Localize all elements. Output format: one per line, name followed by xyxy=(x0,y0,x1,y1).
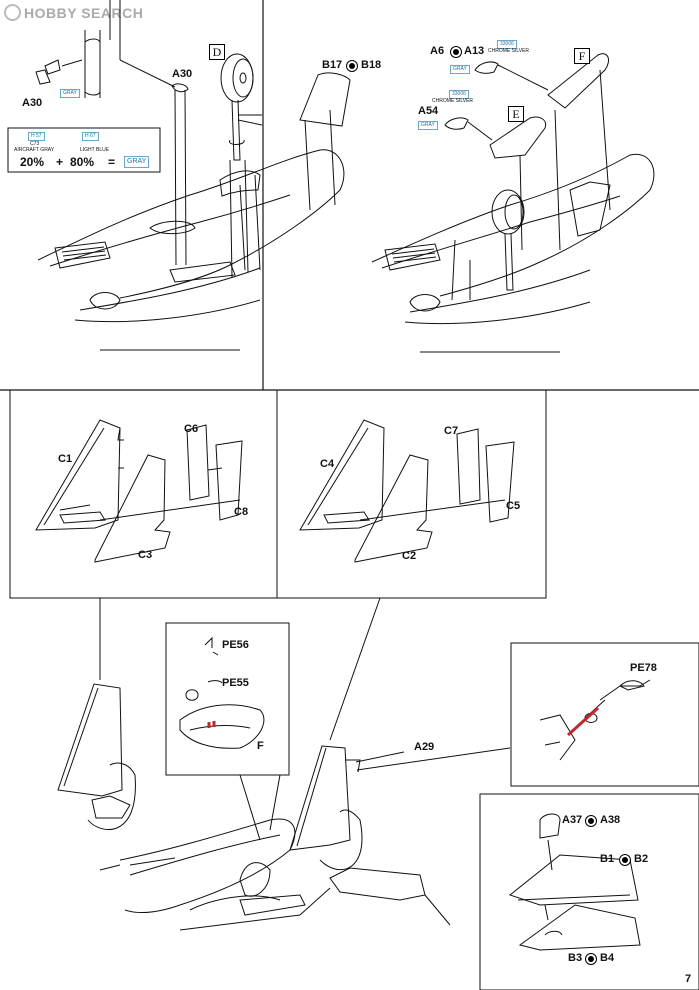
chrome-silver-mid: CHROME SILVER xyxy=(432,98,474,104)
mix-plus: + xyxy=(56,155,64,169)
chrome-code-top: 33006 xyxy=(497,40,517,49)
light-blue-text: LIGHT BLUE xyxy=(80,147,110,153)
or-icon-b17-b18 xyxy=(346,60,358,72)
mix-pct2: 80% xyxy=(70,155,95,169)
h57-code: H 57 xyxy=(28,132,45,141)
label-inset-f: F xyxy=(257,740,264,752)
label-b18: B18 xyxy=(361,59,382,71)
label-a30-left: A30 xyxy=(22,97,43,109)
or-icon-b1-b2 xyxy=(619,854,631,866)
label-c5: C5 xyxy=(506,500,521,512)
chrome-code-mid: 33006 xyxy=(449,90,469,99)
mix-result: GRAY xyxy=(124,156,150,168)
color-gray-a54: GRAY xyxy=(418,121,438,130)
color-gray-a30: GRAY xyxy=(60,89,80,98)
page-number: 7 xyxy=(685,973,692,985)
label-a54: A54 xyxy=(418,105,439,117)
label-a38: A38 xyxy=(600,814,621,826)
label-a37: A37 xyxy=(562,814,583,826)
label-pe78: PE78 xyxy=(630,662,657,674)
mix-pct1: 20% xyxy=(20,155,45,169)
label-c2: C2 xyxy=(402,550,417,562)
mix-equals: = xyxy=(108,155,116,169)
watermark: HOBBY SEARCH xyxy=(4,4,143,21)
or-icon-a37-a38 xyxy=(585,815,597,827)
label-c8: C8 xyxy=(234,506,249,518)
or-icon-a6-a13 xyxy=(450,46,462,58)
label-c6: C6 xyxy=(184,423,199,435)
label-c4: C4 xyxy=(320,458,335,470)
label-b1: B1 xyxy=(600,853,615,865)
step-d-marker: D xyxy=(209,44,225,60)
label-c1: C1 xyxy=(58,453,73,465)
c73-code: C73 xyxy=(30,141,40,147)
label-b3: B3 xyxy=(568,952,583,964)
or-icon-b3-b4 xyxy=(585,953,597,965)
label-b17: B17 xyxy=(322,59,343,71)
label-a6: A6 xyxy=(430,45,445,57)
step-e-marker: E xyxy=(508,106,524,122)
chrome-silver-top: CHROME SILVER xyxy=(488,48,530,54)
hobby-search-logo-icon xyxy=(4,4,21,21)
label-a13: A13 xyxy=(464,45,485,57)
label-pe55: PE55 xyxy=(222,677,249,689)
label-pe56: PE56 xyxy=(222,639,249,651)
label-b2: B2 xyxy=(634,853,649,865)
h67-code: H 67 xyxy=(82,132,99,141)
label-b4: B4 xyxy=(600,952,615,964)
aircraft-gray-text: AIRCRAFT GRAY xyxy=(14,147,55,153)
color-gray-a13: GRAY xyxy=(450,65,470,74)
label-c3: C3 xyxy=(138,549,153,561)
step-f-marker: F xyxy=(574,48,590,64)
label-a30-top: A30 xyxy=(172,68,193,80)
label-c7: C7 xyxy=(444,425,459,437)
label-a29: A29 xyxy=(414,741,435,753)
